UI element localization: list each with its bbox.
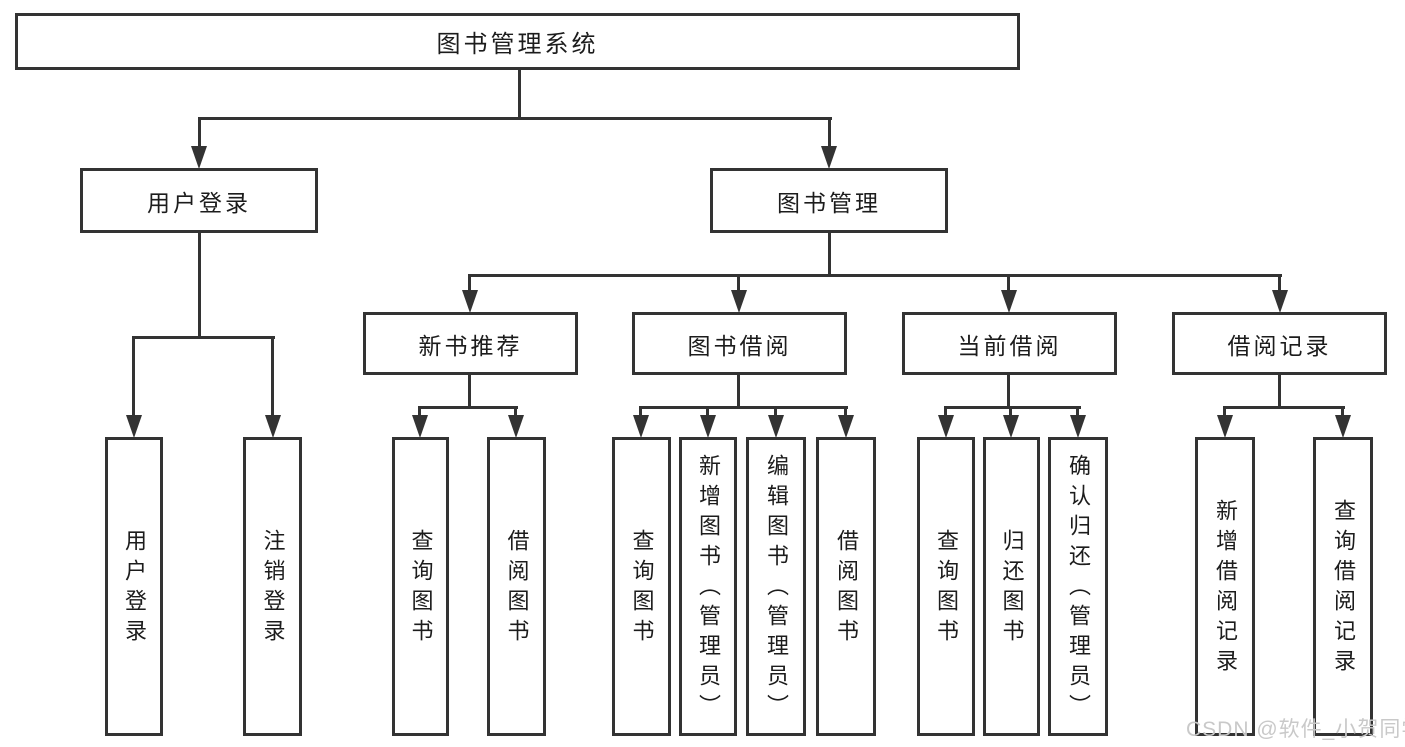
arrowhead xyxy=(265,415,281,438)
watermark: CSDN @软件_小贺同学 xyxy=(1186,718,1405,741)
connector-hline xyxy=(1223,406,1345,409)
connector-hline xyxy=(418,406,518,409)
connector-vline xyxy=(844,406,847,419)
connector-vline xyxy=(132,336,135,420)
arrowhead xyxy=(768,415,784,438)
connector-vline xyxy=(706,406,709,419)
connector-vline xyxy=(944,406,947,419)
leaf-add-borrow-record: 新增借阅记录 xyxy=(1195,437,1255,736)
connector-vline xyxy=(1007,373,1010,409)
leaf-edit-book-admin: 编辑图书（管理员） xyxy=(746,437,806,736)
connector-vline xyxy=(828,231,831,276)
node-root-library-system: 图书管理系统 xyxy=(15,13,1020,70)
connector-vline xyxy=(1278,274,1281,294)
node-current-borrowing: 当前借阅 xyxy=(902,312,1117,375)
arrowhead xyxy=(1001,290,1017,313)
connector-vline xyxy=(774,406,777,419)
leaf-return-book: 归还图书 xyxy=(983,437,1040,736)
arrowhead xyxy=(700,415,716,438)
connector-vline xyxy=(271,336,274,420)
connector-vline xyxy=(737,274,740,294)
connector-vline xyxy=(828,117,831,150)
arrowhead xyxy=(1272,290,1288,313)
arrowhead xyxy=(1003,415,1019,438)
arrowhead xyxy=(462,290,478,313)
node-book-borrowing: 图书借阅 xyxy=(632,312,847,375)
connector-vline xyxy=(198,231,201,338)
connector-vline xyxy=(1076,406,1079,419)
arrowhead xyxy=(938,415,954,438)
arrowhead xyxy=(731,290,747,313)
connector-vline xyxy=(1341,406,1344,419)
connector-hline xyxy=(468,274,1282,277)
connector-vline xyxy=(468,373,471,409)
arrowhead xyxy=(412,415,428,438)
leaf-user-login: 用户登录 xyxy=(105,437,163,736)
leaf-query-books-2: 查询图书 xyxy=(612,437,671,736)
connector-hline xyxy=(132,336,275,339)
arrowhead xyxy=(838,415,854,438)
connector-vline xyxy=(737,373,740,409)
connector-vline xyxy=(418,406,421,419)
leaf-logout: 注销登录 xyxy=(243,437,302,736)
connector-vline xyxy=(1223,406,1226,419)
connector-hline xyxy=(639,406,848,409)
connector-vline xyxy=(198,117,201,150)
arrowhead xyxy=(633,415,649,438)
connector-vline xyxy=(514,406,517,419)
leaf-add-book-admin: 新增图书（管理员） xyxy=(679,437,737,736)
arrowhead xyxy=(1335,415,1351,438)
connector-vline xyxy=(468,274,471,294)
leaf-query-books-1: 查询图书 xyxy=(392,437,449,736)
connector-vline xyxy=(1007,274,1010,294)
leaf-borrow-books-1: 借阅图书 xyxy=(487,437,546,736)
arrowhead xyxy=(821,146,837,169)
leaf-query-borrow-record: 查询借阅记录 xyxy=(1313,437,1373,736)
leaf-confirm-return-admin: 确认归还（管理员） xyxy=(1048,437,1108,736)
arrowhead xyxy=(508,415,524,438)
arrowhead xyxy=(191,146,207,169)
node-borrowing-records: 借阅记录 xyxy=(1172,312,1387,375)
connector-hline xyxy=(198,117,832,120)
connector-hline xyxy=(944,406,1081,409)
node-book-management: 图书管理 xyxy=(710,168,948,233)
connector-vline xyxy=(639,406,642,419)
node-user-login: 用户登录 xyxy=(80,168,318,233)
leaf-borrow-books-2: 借阅图书 xyxy=(816,437,876,736)
leaf-query-books-3: 查询图书 xyxy=(917,437,975,736)
connector-vline xyxy=(1278,373,1281,409)
arrowhead xyxy=(1070,415,1086,438)
arrowhead xyxy=(126,415,142,438)
connector-vline xyxy=(1009,406,1012,419)
node-new-book-recommend: 新书推荐 xyxy=(363,312,578,375)
connector-vline xyxy=(518,68,521,120)
arrowhead xyxy=(1217,415,1233,438)
